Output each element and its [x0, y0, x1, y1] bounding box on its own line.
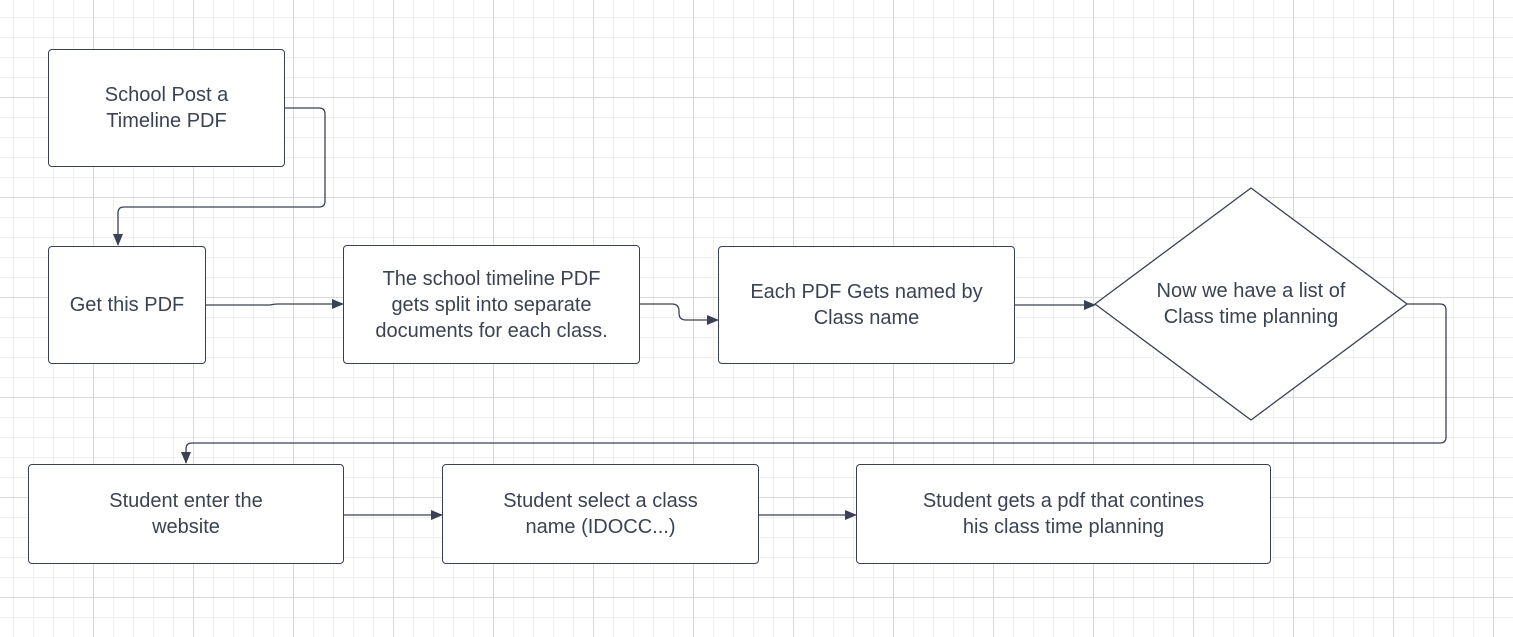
node-student-enter-website[interactable]: Student enter the website	[28, 464, 344, 564]
edge-get-pdf-to-split	[206, 299, 344, 309]
edge-split-to-named	[640, 303, 719, 325]
node-label: Student gets a pdf that contines his cla…	[922, 490, 1205, 538]
edge-decision-to-enter-site	[181, 303, 1447, 464]
decision-label: Now we have a list of Class time plannin…	[1156, 280, 1346, 328]
decision-diamond[interactable]	[1094, 187, 1408, 421]
node-named-by-class[interactable]: Each PDF Gets named by Class name	[718, 246, 1015, 364]
node-label: School Post a Timeline PDF	[104, 84, 229, 132]
node-school-post-timeline[interactable]: School Post a Timeline PDF	[48, 49, 285, 167]
node-student-select-class[interactable]: Student select a class name (IDOCC...)	[442, 464, 759, 564]
decision-label-box: Now we have a list of Class time plannin…	[1120, 264, 1382, 344]
node-student-gets-pdf[interactable]: Student gets a pdf that contines his cla…	[856, 464, 1271, 564]
node-split-pdf[interactable]: The school timeline PDF gets split into …	[343, 245, 640, 364]
node-label: Each PDF Gets named by Class name	[750, 281, 983, 329]
node-get-pdf[interactable]: Get this PDF	[48, 246, 206, 364]
edge-school-post-to-get-pdf	[113, 107, 326, 246]
node-label: Student select a class name (IDOCC...)	[503, 490, 698, 538]
node-label: Get this PDF	[69, 294, 185, 316]
node-label: Student enter the website	[109, 490, 263, 538]
node-label: The school timeline PDF gets split into …	[375, 267, 608, 342]
